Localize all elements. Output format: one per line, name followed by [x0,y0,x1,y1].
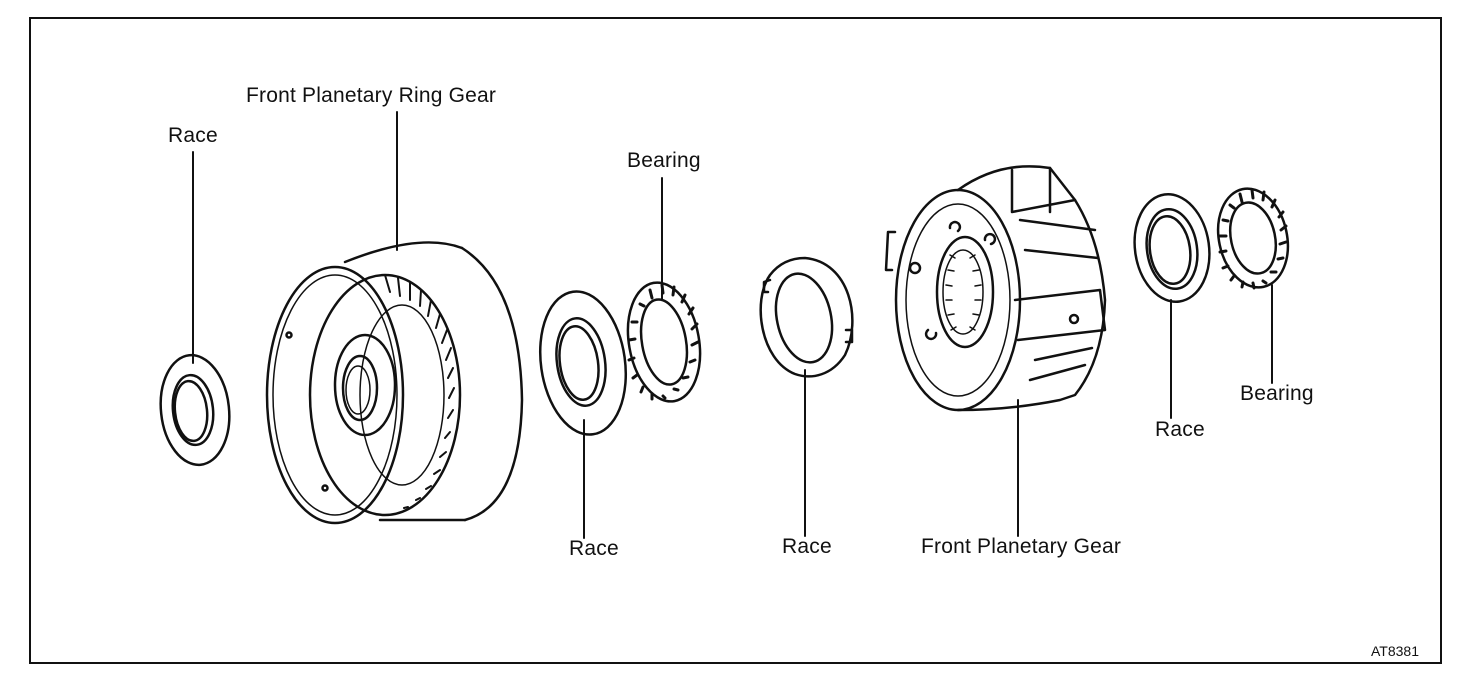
label-bearing-right: Bearing [1240,382,1314,405]
race-right-part [1133,193,1211,303]
ring-gear-part [265,241,524,525]
leader-lines [192,111,1273,539]
bearing-mid-part [626,281,702,403]
label-race-mid1: Race [569,537,619,560]
label-race-right: Race [1155,418,1205,441]
race-left-part [159,353,231,467]
planetary-gear-part [884,165,1107,412]
label-bearing-mid: Bearing [627,149,701,172]
race-mid1-part [538,290,628,436]
race-mid2-part [759,256,854,378]
label-front-planetary-ring-gear: Front Planetary Ring Gear [246,84,497,107]
figure-code: AT8381 [1371,643,1419,659]
label-front-planetary-gear: Front Planetary Gear [921,535,1122,558]
label-race-left: Race [168,124,218,147]
label-race-mid2: Race [782,535,832,558]
bearing-right-part [1216,187,1290,290]
diagram-frame [29,17,1442,664]
